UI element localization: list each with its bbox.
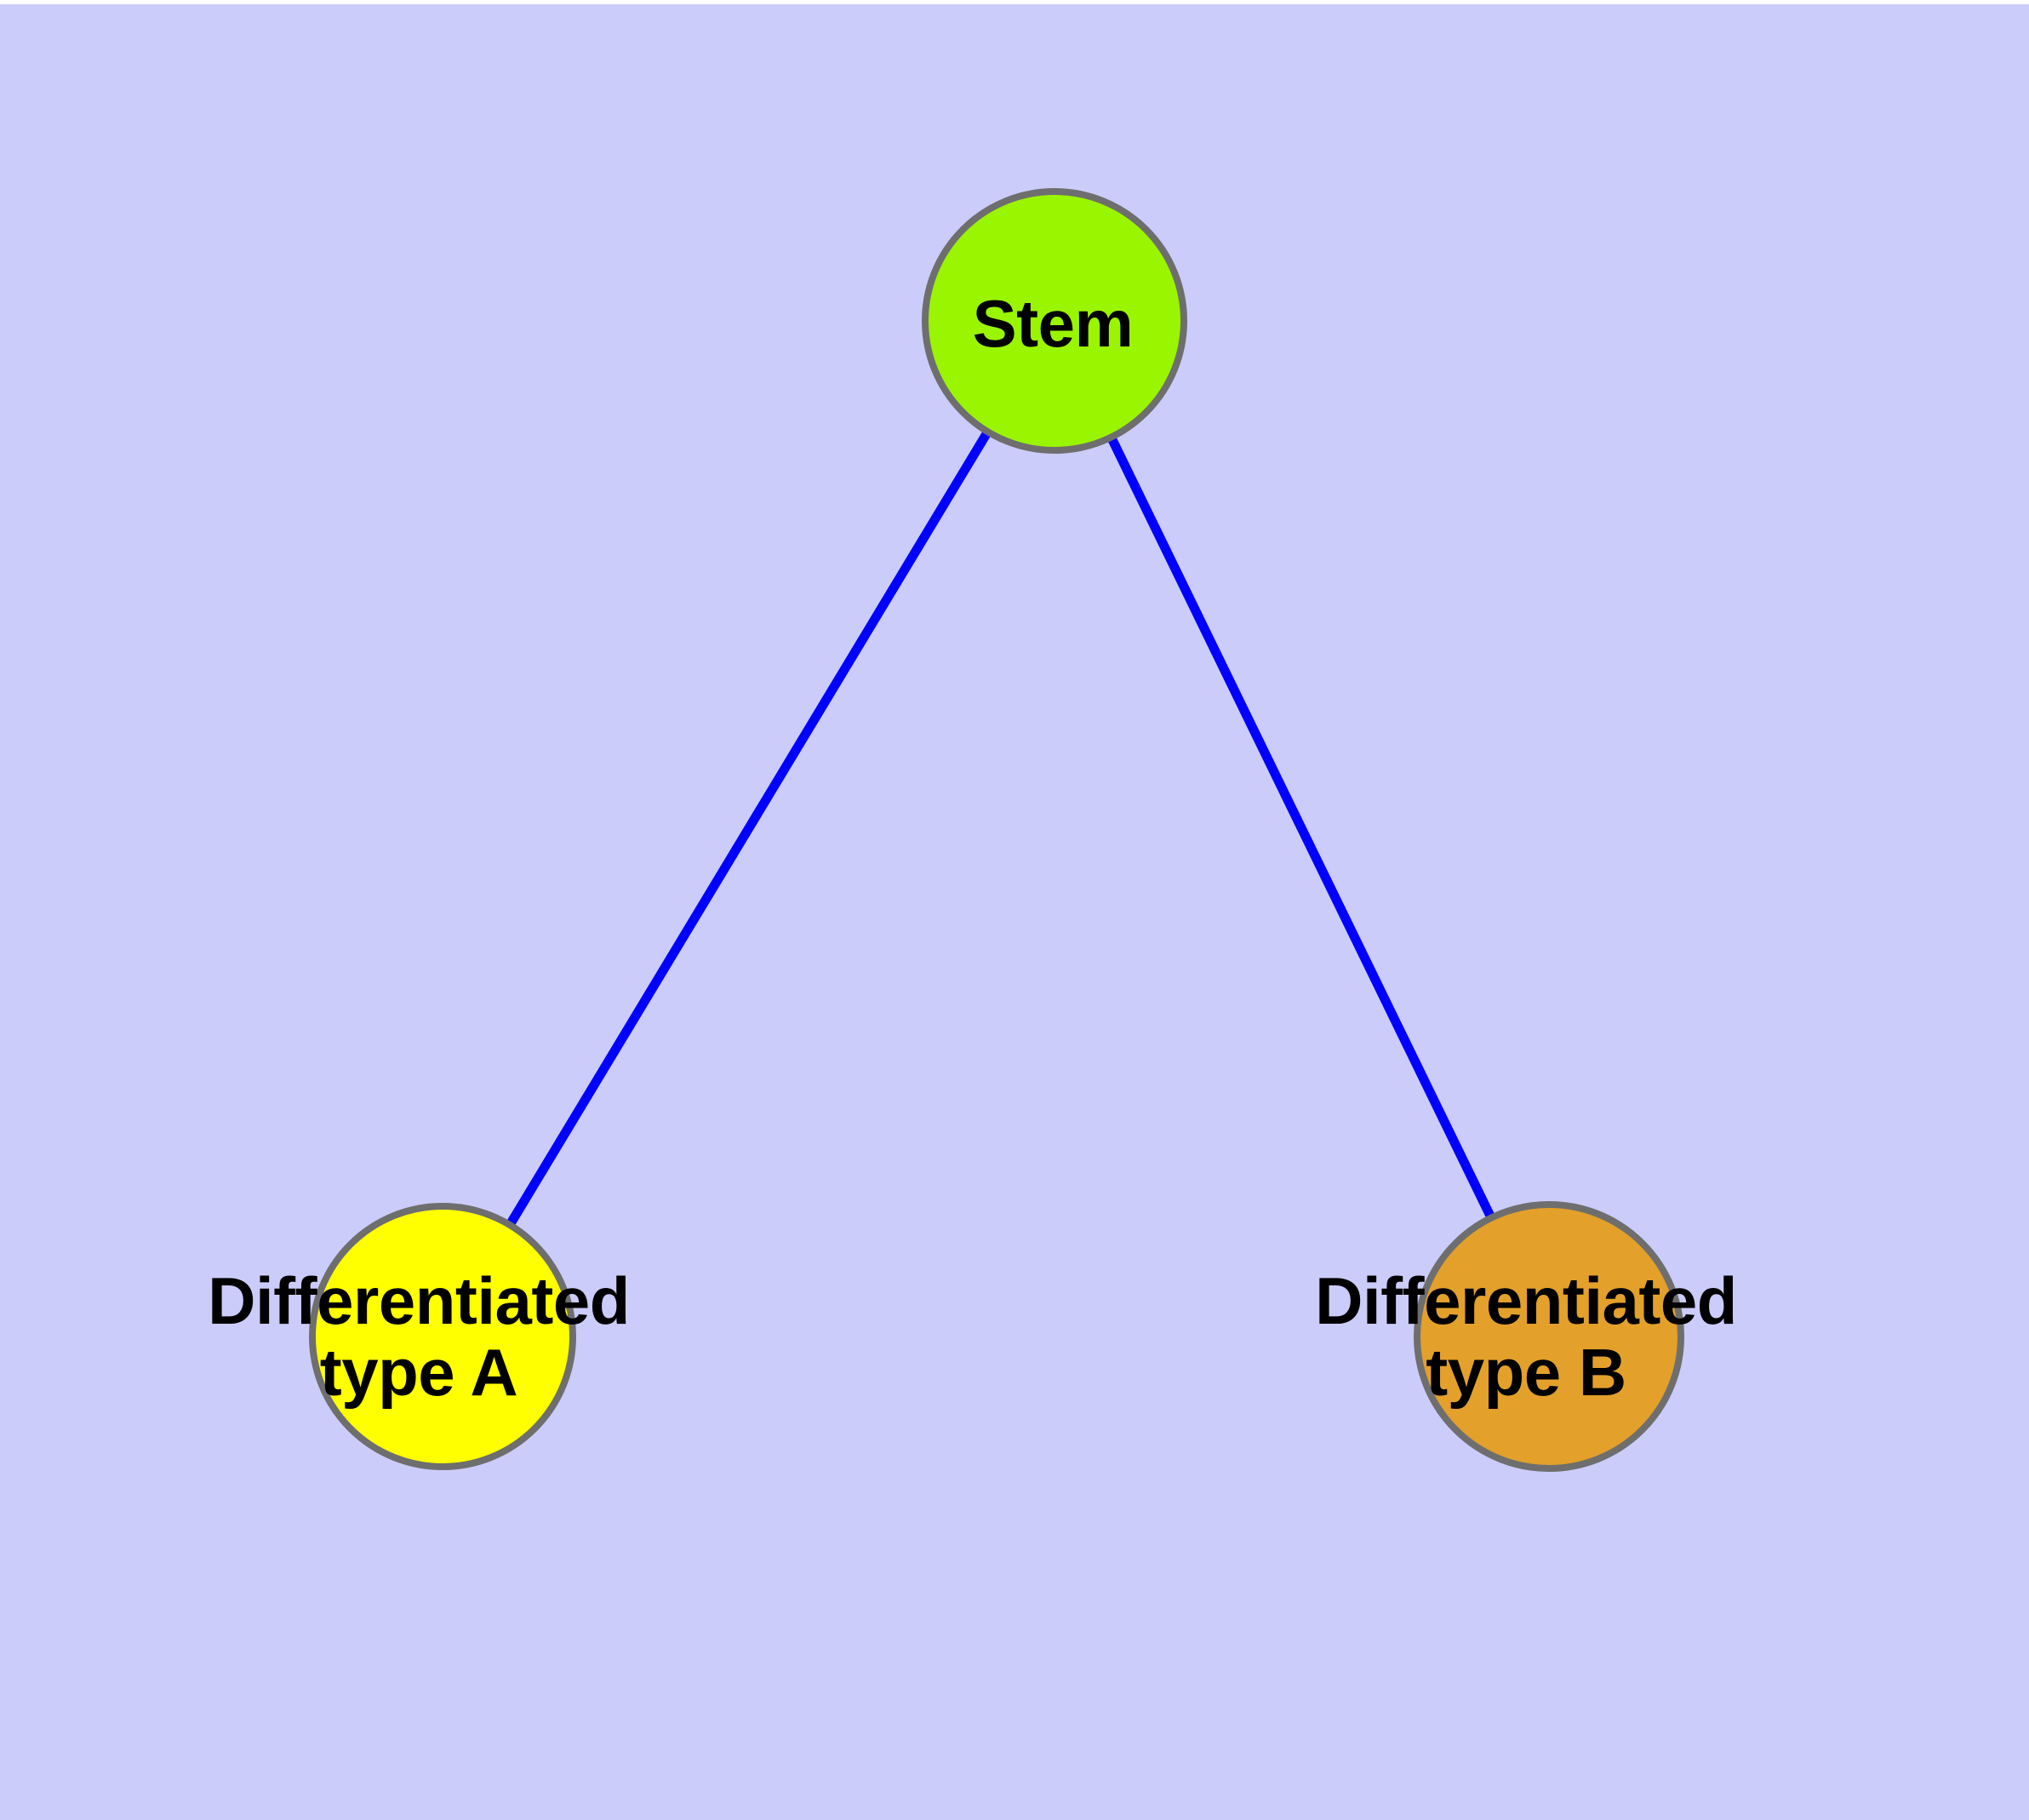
edges-layer <box>504 426 1497 1231</box>
graph-svg <box>309 188 1684 1472</box>
graph-node-diff-a[interactable] <box>309 1203 576 1470</box>
graph-edge-stem-to-diff-a <box>504 426 994 1231</box>
nodes-layer <box>309 188 1684 1472</box>
graph-edge-stem-to-diff-b <box>1105 432 1497 1223</box>
graph-node-diff-b[interactable] <box>1414 1201 1684 1472</box>
graph-node-stem[interactable] <box>922 188 1187 454</box>
